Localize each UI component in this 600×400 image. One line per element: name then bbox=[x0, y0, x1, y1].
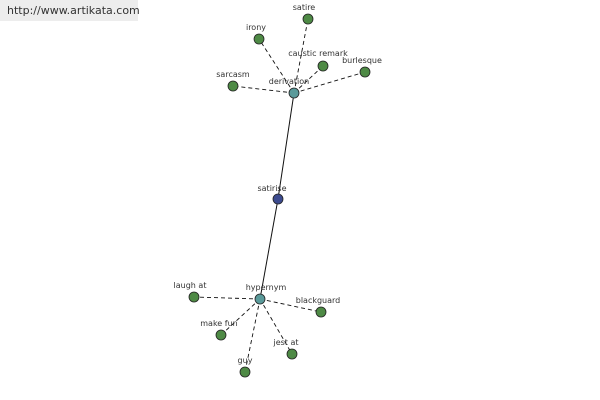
node-jest-at-label: jest at bbox=[272, 338, 298, 347]
node-derivation-dot[interactable] bbox=[288, 87, 300, 99]
node-make-fun-label: make fun bbox=[200, 319, 237, 328]
node-guy[interactable]: guy bbox=[238, 356, 253, 378]
node-blackguard-dot[interactable] bbox=[315, 306, 327, 318]
node-jest-at-dot[interactable] bbox=[286, 348, 298, 360]
edge-derivation-sarcasm bbox=[232, 85, 295, 94]
node-burlesque-label: burlesque bbox=[342, 56, 382, 65]
edge-derivation-irony bbox=[258, 38, 295, 94]
node-hypernym-label: hypernym bbox=[246, 283, 287, 292]
edge-hypernym-laugh-at bbox=[193, 296, 261, 300]
node-sarcasm-label: sarcasm bbox=[216, 70, 250, 79]
node-satire[interactable]: satire bbox=[293, 3, 316, 25]
edge-hypernym-make-fun bbox=[220, 298, 261, 336]
node-sarcasm[interactable]: sarcasm bbox=[216, 70, 250, 92]
node-irony-dot[interactable] bbox=[253, 33, 265, 45]
edge-satirise-hypernym bbox=[259, 198, 279, 300]
edge-hypernym-guy bbox=[244, 298, 261, 373]
node-laugh-at[interactable]: laugh at bbox=[174, 281, 207, 303]
node-satirise[interactable]: satirise bbox=[257, 184, 287, 205]
node-blackguard-label: blackguard bbox=[296, 296, 341, 305]
edge-hypernym-jest-at bbox=[259, 298, 293, 355]
edge-satirise-derivation bbox=[277, 92, 295, 200]
node-caustic-remark-label: caustic remark bbox=[288, 49, 348, 58]
node-make-fun-dot[interactable] bbox=[215, 329, 227, 341]
node-satire-label: satire bbox=[293, 3, 316, 12]
node-laugh-at-dot[interactable] bbox=[188, 291, 200, 303]
node-caustic-remark[interactable]: caustic remark bbox=[288, 49, 348, 72]
node-hypernym[interactable]: hypernym bbox=[246, 283, 287, 305]
node-satirise-label: satirise bbox=[257, 184, 286, 193]
node-derivation[interactable]: derivation bbox=[269, 77, 309, 99]
source-banner: http://www.artikata.com bbox=[0, 0, 140, 21]
source-link[interactable]: http://www.artikata.com bbox=[7, 4, 140, 17]
node-sarcasm-dot[interactable] bbox=[227, 80, 239, 92]
node-irony-label: irony bbox=[246, 23, 266, 32]
node-jest-at[interactable]: jest at bbox=[272, 338, 299, 360]
node-laugh-at-label: laugh at bbox=[174, 281, 207, 290]
node-caustic-remark-dot[interactable] bbox=[317, 60, 329, 72]
node-hypernym-dot[interactable] bbox=[254, 293, 266, 305]
edge-derivation-satire bbox=[293, 18, 309, 94]
node-satire-dot[interactable] bbox=[302, 13, 314, 25]
edge-derivation-burlesque bbox=[293, 71, 366, 94]
edge-hypernym-blackguard bbox=[259, 298, 322, 313]
node-blackguard[interactable]: blackguard bbox=[296, 296, 341, 318]
node-burlesque-dot[interactable] bbox=[359, 66, 371, 78]
node-burlesque[interactable]: burlesque bbox=[342, 56, 382, 78]
node-guy-label: guy bbox=[238, 356, 253, 365]
node-irony[interactable]: irony bbox=[246, 23, 266, 45]
node-satirise-dot[interactable] bbox=[272, 193, 284, 205]
node-guy-dot[interactable] bbox=[239, 366, 251, 378]
node-derivation-label: derivation bbox=[269, 77, 309, 86]
node-make-fun[interactable]: make fun bbox=[200, 319, 238, 341]
